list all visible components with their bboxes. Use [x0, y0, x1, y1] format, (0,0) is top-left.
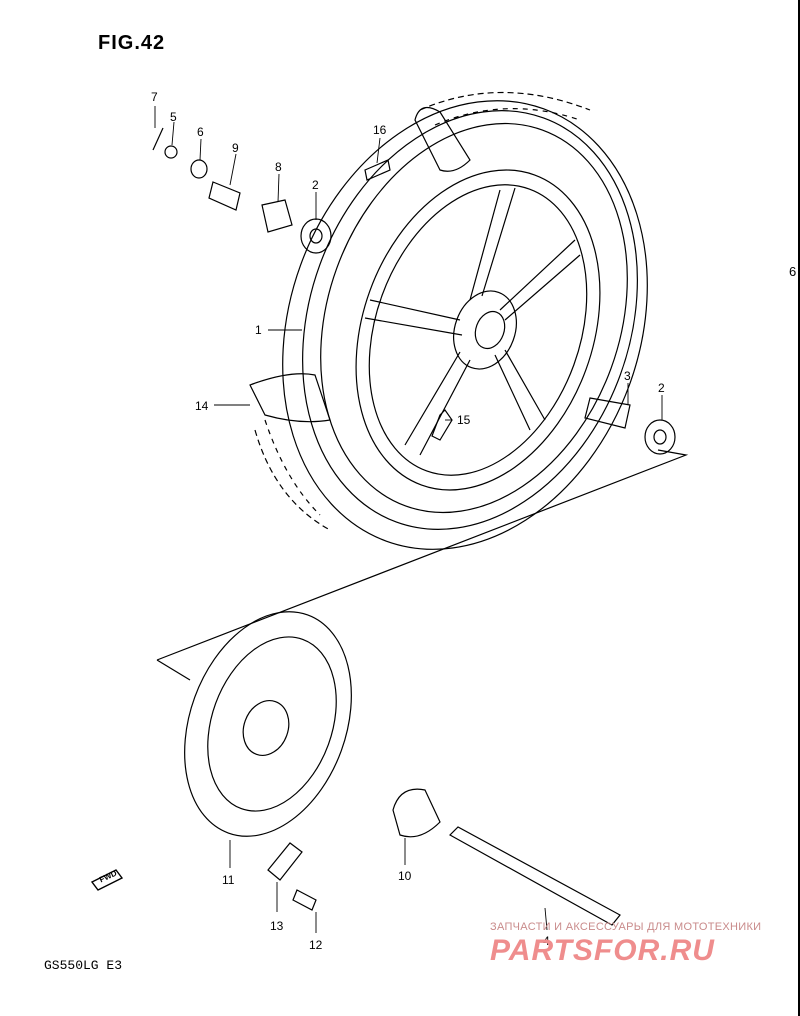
- callout-8: 8: [275, 160, 282, 174]
- callout-16: 16: [373, 123, 387, 137]
- bolt: [292, 889, 317, 911]
- model-code: GS550LG E3: [44, 958, 123, 973]
- callout-3: 3: [624, 369, 631, 383]
- brake-disc: [184, 611, 352, 837]
- rim-tape-upper: [414, 106, 471, 172]
- callout-1: 1: [255, 323, 262, 337]
- callout-12: 12: [309, 938, 323, 952]
- callout-9: 9: [232, 141, 239, 155]
- page-border: [798, 0, 800, 1016]
- axle: [449, 826, 621, 926]
- washer: [190, 159, 208, 179]
- lock-plate: [267, 842, 303, 881]
- watermark-tagline: ЗАПЧАСТИ И АКСЕССУАРЫ ДЛЯ МОТОТЕХНИКИ: [490, 921, 762, 933]
- spacer-8: [261, 199, 293, 233]
- clip-16: [364, 159, 391, 181]
- bearing-right: [644, 419, 676, 455]
- callout-13: 13: [270, 919, 284, 933]
- leader-lines: [154, 106, 663, 933]
- callout-7: 7: [151, 90, 158, 104]
- callout-15: 15: [457, 413, 471, 427]
- speedometer-gearbox: [392, 788, 441, 838]
- spacer-3: [584, 397, 631, 429]
- callout-2-left: 2: [312, 178, 319, 192]
- callout-14: 14: [195, 399, 209, 413]
- callout-4: 4: [543, 934, 550, 948]
- valve: [431, 409, 453, 441]
- callout-2-right: 2: [658, 381, 665, 395]
- callout-6: 6: [197, 125, 204, 139]
- callout-5: 5: [170, 110, 177, 124]
- bearing-left: [300, 218, 332, 254]
- axle-nut: [164, 145, 178, 159]
- edge-mark: 6: [789, 264, 797, 279]
- figure-title: FIG.42: [98, 32, 166, 54]
- tire: [254, 91, 648, 550]
- reference-plane: [156, 449, 689, 661]
- callout-11: 11: [222, 873, 235, 887]
- spacer-9: [208, 181, 241, 211]
- rim-tape-lower: [249, 373, 331, 423]
- cotter-pin: [152, 127, 164, 151]
- callout-10: 10: [398, 869, 412, 883]
- watermark-logo: PARTSFOR.RU: [490, 934, 715, 967]
- fwd-arrow: [90, 869, 124, 891]
- wheel-rim: [355, 169, 601, 491]
